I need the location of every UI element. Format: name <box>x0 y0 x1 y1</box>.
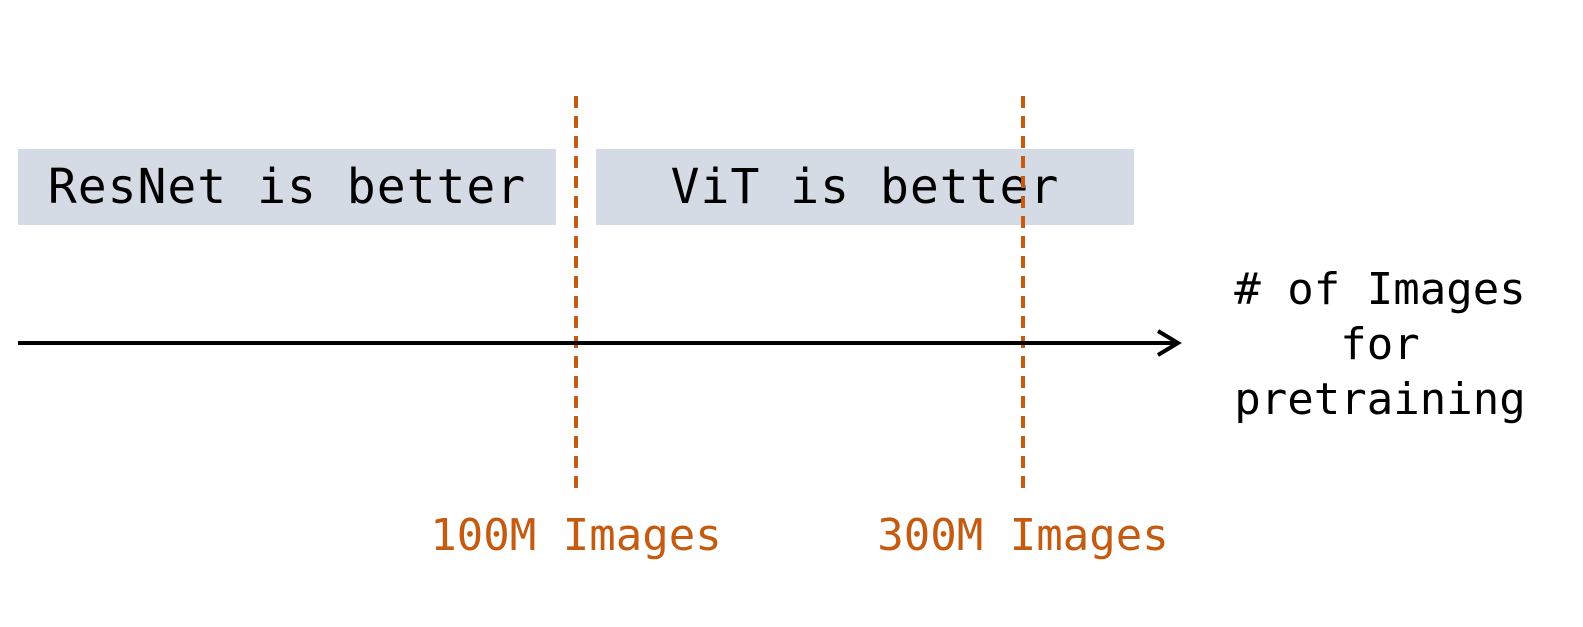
resnet-region-box: ResNet is better <box>18 149 556 225</box>
vit-region-label: ViT is better <box>670 159 1060 215</box>
resnet-region-label: ResNet is better <box>47 159 527 215</box>
x-axis-arrowhead <box>1156 329 1182 357</box>
x-axis-label: # of Images for pretraining <box>1234 264 1526 425</box>
vit-region-box: ViT is better <box>596 149 1134 225</box>
threshold-label-100m: 100M Images <box>430 510 722 561</box>
threshold-label-300m: 300M Images <box>877 510 1169 561</box>
